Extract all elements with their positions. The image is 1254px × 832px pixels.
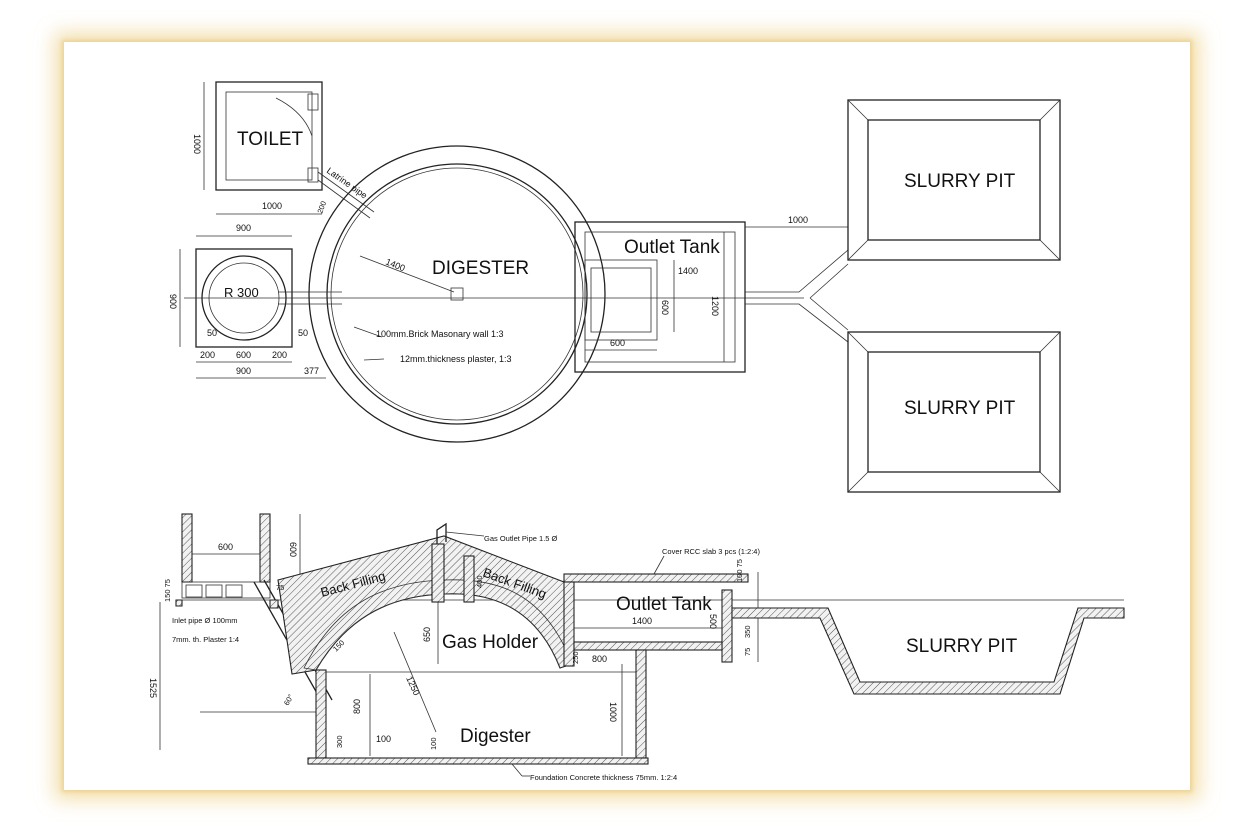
dim-inlet-sub-b: 600 (236, 350, 251, 360)
dim-offset: 377 (304, 366, 319, 376)
inlet-pipe-label: Inlet pipe Ø 100mm (172, 616, 237, 625)
dim-outlet-bottom: 600 (610, 338, 625, 348)
slurry-pit-bottom: SLURRY PIT (847, 331, 1061, 493)
dim-inlet-total: 900 (236, 366, 251, 376)
dim-outlet-depth: 600 (660, 300, 670, 315)
dim-outlet-height: 1200 (710, 296, 720, 316)
foundation-label: Foundation Concrete thickness 75mm. 1:2:… (530, 773, 677, 782)
outlet-tank-plan: Outlet Tank 1400 600 1200 600 (574, 221, 746, 373)
inlet-chamber: R 300 900 900 50 50 200 600 200 900 377 (168, 223, 342, 379)
outlet-tank-label: Outlet Tank (624, 237, 720, 258)
dim-right-dims: 100 75 (735, 559, 744, 582)
slurry-pit-section: SLURRY PIT (175, 599, 1125, 695)
inlet-radius: R 300 (224, 285, 259, 300)
dome-section: Back Filling Back Filling Gas Holder 75 … (276, 535, 573, 733)
plaster-note: 12mm.thickness plaster, 1:3 (400, 354, 512, 364)
slurry-pit-top: SLURRY PIT (847, 99, 1061, 261)
dim-digester-height: 1000 (608, 702, 618, 722)
dim-side-a: 300 (335, 735, 344, 748)
wall-note: 100mm.Brick Masonary wall 1:3 (376, 329, 504, 339)
dim-inlet-top-width: 600 (218, 542, 233, 552)
plan-view: TOILET 1000 1000 Latrine pipe 200 1400 D… (168, 81, 1061, 493)
toilet-room: TOILET 1000 1000 (192, 81, 323, 215)
digester-section: Digester 800 300 100 100 Foundation Conc… (307, 669, 677, 782)
dim-step-b: 800 (592, 654, 607, 664)
dim-total-depth: 1525 (148, 678, 158, 698)
dim-toilet-width: 1000 (262, 201, 282, 211)
cover-slab-label: Cover RCC slab 3 pcs (1:2:4) (662, 547, 760, 556)
outlet-tank-section-label: Outlet Tank (616, 594, 712, 615)
dim-outlet-inner: 1400 (678, 266, 698, 276)
dim-inlet-top-height: 600 (288, 542, 298, 557)
dim-right-b: 350 (743, 625, 752, 638)
dim-right-c: 75 (743, 648, 752, 656)
dim-inlet-sub-a: 200 (200, 350, 215, 360)
dim-gas-pipe-height: 400 (475, 575, 484, 588)
dim-inlet-height: 900 (168, 294, 178, 309)
slurry-pit-section-label: SLURRY PIT (906, 636, 1018, 657)
dim-toilet-height: 1000 (192, 134, 202, 154)
dim-bottom-a: 100 (429, 737, 438, 750)
dim-side-b: 100 (376, 734, 391, 744)
dim-pit-distance: 1000 (788, 215, 808, 225)
dim-inlet-sub-c: 200 (272, 350, 287, 360)
dim-outlet-length: 1400 (632, 616, 652, 626)
dim-inlet-wall-right: 50 (298, 328, 308, 338)
slurry-pit-top-label: SLURRY PIT (904, 171, 1016, 192)
digester-plan: 1400 DIGESTER 100mm.Brick Masonary wall … (308, 145, 606, 443)
dim-inlet-width: 900 (236, 223, 251, 233)
plaster-label: 7mm. th. Plaster 1:4 (172, 635, 239, 644)
dim-inlet-wall-left: 50 (207, 328, 217, 338)
gas-holder-label: Gas Holder (442, 632, 539, 653)
section-view: 600 600 150 75 Inlet pipe Ø 100mm 7mm. t… (148, 513, 1125, 782)
dim-ground-level: 150 75 (163, 579, 172, 602)
digester-label: DIGESTER (432, 258, 529, 279)
dim-dome-thickness: 75 (276, 583, 284, 592)
slurry-pit-bottom-label: SLURRY PIT (904, 398, 1016, 419)
dim-radius-line: 1250 (404, 675, 422, 697)
outlet-tank-section: Cover RCC slab 3 pcs (1:2:4) Outlet Tank… (563, 547, 760, 759)
gas-outlet-pipe-label: Gas Outlet Pipe 1.5 Ø (484, 534, 558, 543)
dim-angle: 60° (282, 693, 295, 707)
biogas-plant-drawing: TOILET 1000 1000 Latrine pipe 200 1400 D… (148, 81, 1125, 782)
toilet-label: TOILET (237, 129, 304, 150)
dim-dome-height: 650 (422, 627, 432, 642)
dim-pipe-gap: 200 (315, 200, 328, 215)
dim-step-a: 250 (571, 651, 580, 664)
dim-wall-height: 800 (352, 699, 362, 714)
digester-section-label: Digester (460, 726, 531, 747)
gas-outlet-pipe: Gas Outlet Pipe 1.5 Ø 400 (431, 522, 558, 603)
dim-outlet-depth-section: 500 (708, 614, 718, 629)
drawing-frame: TOILET 1000 1000 Latrine pipe 200 1400 D… (64, 42, 1190, 790)
dim-radius: 1400 (384, 257, 406, 274)
slurry-channel: 1000 (745, 215, 849, 343)
latrine-pipe: Latrine pipe 200 (315, 165, 375, 219)
